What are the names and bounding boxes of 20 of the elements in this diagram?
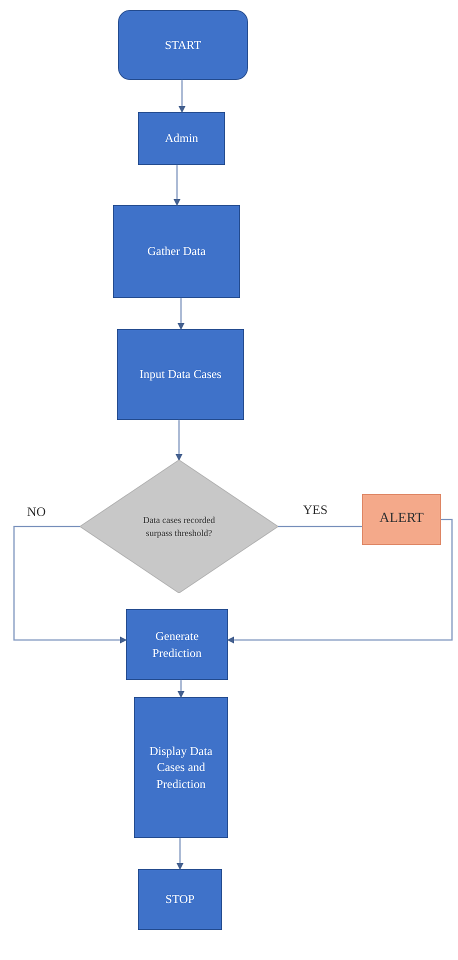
arrow [174, 165, 180, 206]
arrow [178, 80, 186, 113]
process-box: Input Data Cases [117, 329, 244, 420]
terminal-box: START [118, 10, 248, 80]
process-box: Display Data Cases and Prediction [134, 697, 228, 838]
process-box: Generate Prediction [126, 609, 228, 680]
arrow [176, 420, 182, 461]
arrow [13, 526, 127, 644]
decision-text: Data cases recorded surpass threshold? [142, 514, 216, 539]
alert-box: ALERT [362, 494, 441, 545]
process-box: STOP [138, 869, 222, 930]
arrow [227, 518, 453, 644]
arrow [176, 838, 184, 870]
edge-label: NO [26, 505, 47, 520]
arrow [178, 680, 184, 698]
arrow [178, 298, 184, 330]
connector-line [278, 526, 362, 528]
process-box: Gather Data [113, 205, 240, 298]
edge-label: YES [302, 503, 329, 518]
process-box: Admin [138, 112, 225, 165]
